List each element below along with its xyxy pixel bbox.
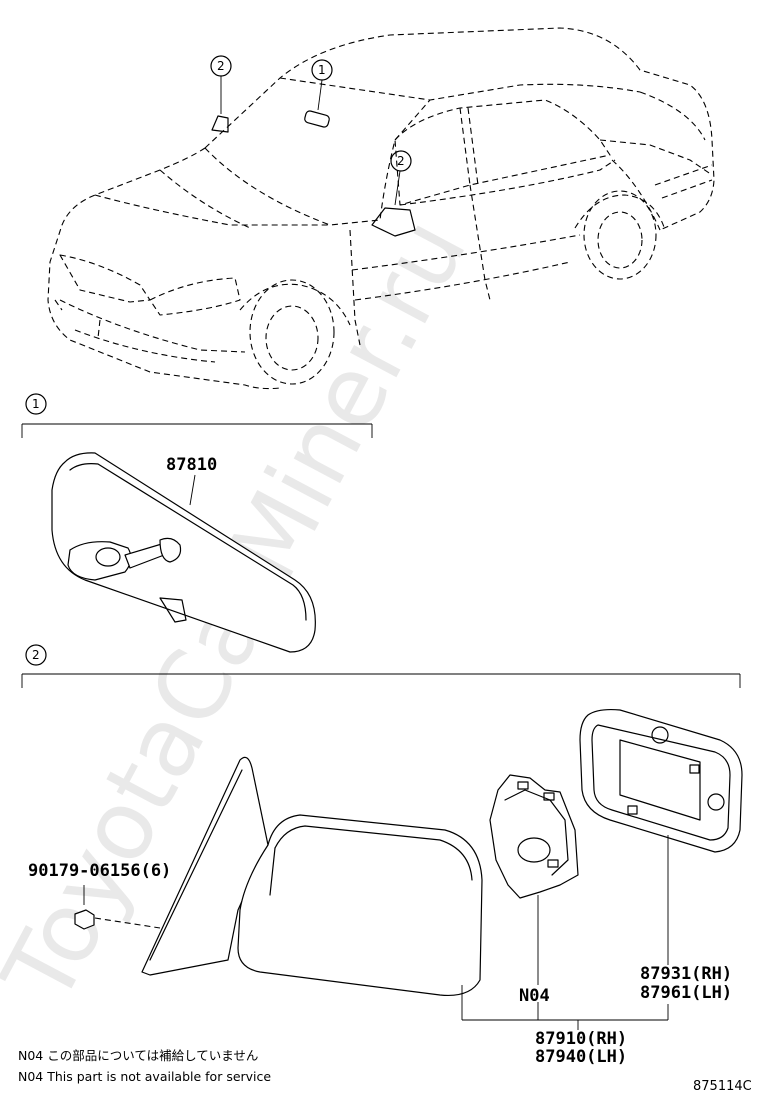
part-n04-label: N04 — [519, 986, 550, 1006]
section-2: 2 — [21, 644, 743, 1030]
section-2-callout: 2 — [32, 648, 40, 662]
car-illustration — [47, 27, 715, 390]
part-87940-label: 87940(LH) — [535, 1047, 627, 1067]
note-en: N04 This part is not available for servi… — [18, 1069, 271, 1084]
part-90179-label: 90179-06156(6) — [28, 861, 171, 881]
diagram-code: 875114C — [693, 1079, 752, 1094]
note-jp: N04 この部品については補給していません — [18, 1048, 258, 1063]
car-callouts: 2 1 2 — [210, 55, 412, 206]
part-87910-label: 87910(RH) — [535, 1029, 627, 1049]
callout-2-top: 2 — [217, 59, 225, 73]
callout-1-top: 1 — [318, 63, 326, 77]
part-87810-label: 87810 — [166, 455, 217, 475]
part-87931-label: 87931(RH) — [640, 964, 732, 984]
part-87961-label: 87961(LH) — [640, 983, 732, 1003]
callout-2-mid: 2 — [397, 154, 405, 168]
section-1: 1 — [21, 393, 373, 653]
section-1-callout: 1 — [32, 397, 40, 411]
